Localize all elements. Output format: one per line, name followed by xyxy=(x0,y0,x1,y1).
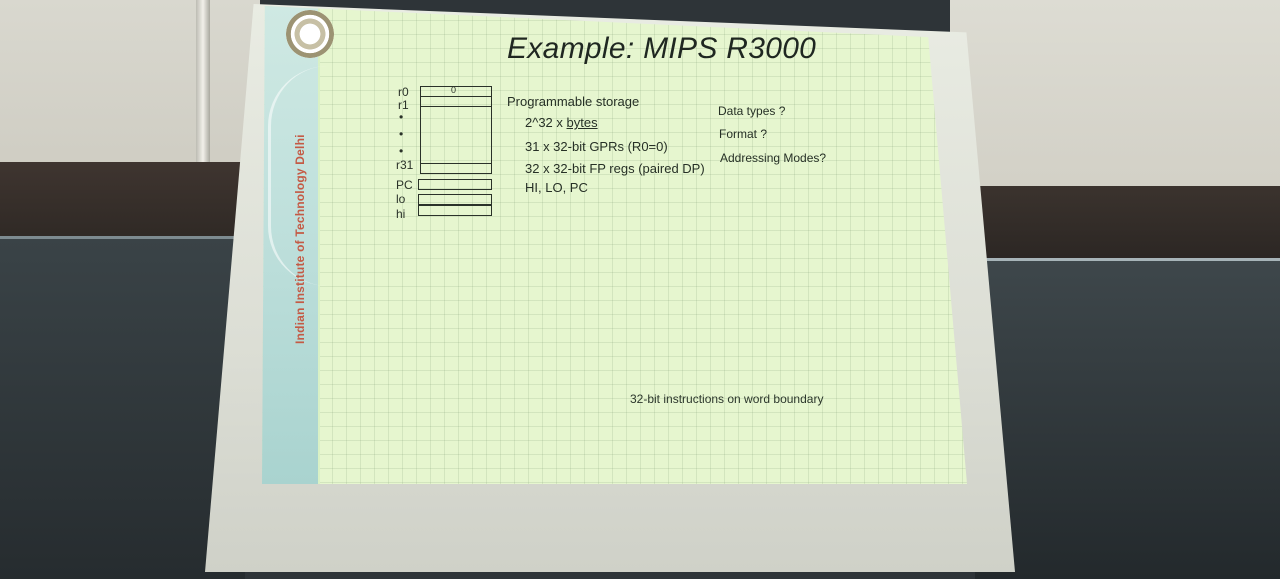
reg-dot-1: • xyxy=(399,110,404,124)
storage-item-fp-regs: 32 x 32-bit FP regs (paired DP) xyxy=(525,161,705,176)
reg-label-r1: r1 xyxy=(398,98,409,112)
storage-item-bytes: 2^32 x bytes xyxy=(525,115,598,130)
r0-value: 0 xyxy=(451,85,457,95)
hi-register-box xyxy=(418,205,492,216)
wall-pipe xyxy=(196,0,210,168)
reg-label-r31: r31 xyxy=(396,158,414,172)
reg-label-pc: PC xyxy=(396,178,413,192)
question-addressing-modes: Addressing Modes? xyxy=(720,151,827,165)
blackboard-right xyxy=(975,258,1280,579)
bytes-underlined: bytes xyxy=(566,115,598,130)
wall-right xyxy=(950,0,1280,195)
blackboard-left xyxy=(0,236,245,579)
reg-label-r0: r0 xyxy=(398,85,409,99)
slide-title: Example: MIPS R3000 xyxy=(507,32,817,65)
beam-left xyxy=(0,162,250,240)
storage-item-hi-lo-pc: HI, LO, PC xyxy=(525,180,588,195)
question-data-types: Data types ? xyxy=(718,104,786,118)
beam-right xyxy=(965,186,1280,262)
question-format: Format ? xyxy=(719,127,768,141)
wall-left xyxy=(0,0,260,170)
slide-footer-note: 32-bit instructions on word boundary xyxy=(630,392,824,406)
storage-heading: Programmable storage xyxy=(507,94,640,109)
reg-label-lo: lo xyxy=(396,192,406,206)
storage-item-gprs: 31 x 32-bit GPRs (R0=0) xyxy=(525,139,668,154)
reg-dot-2: • xyxy=(399,127,404,141)
reg-dot-3: • xyxy=(399,144,404,158)
institute-logo-icon xyxy=(286,10,334,58)
reg-label-hi: hi xyxy=(396,207,406,221)
lo-register-box xyxy=(418,194,492,205)
pc-register-box xyxy=(418,179,492,190)
institution-name: Indian Institute of Technology Delhi xyxy=(293,134,307,344)
slide-sidebar xyxy=(262,6,320,484)
gpr-register-file: 0 xyxy=(420,85,492,174)
projected-slide: Indian Institute of Technology Delhi Exa… xyxy=(262,6,967,484)
sidebar-swoosh xyxy=(268,66,341,286)
